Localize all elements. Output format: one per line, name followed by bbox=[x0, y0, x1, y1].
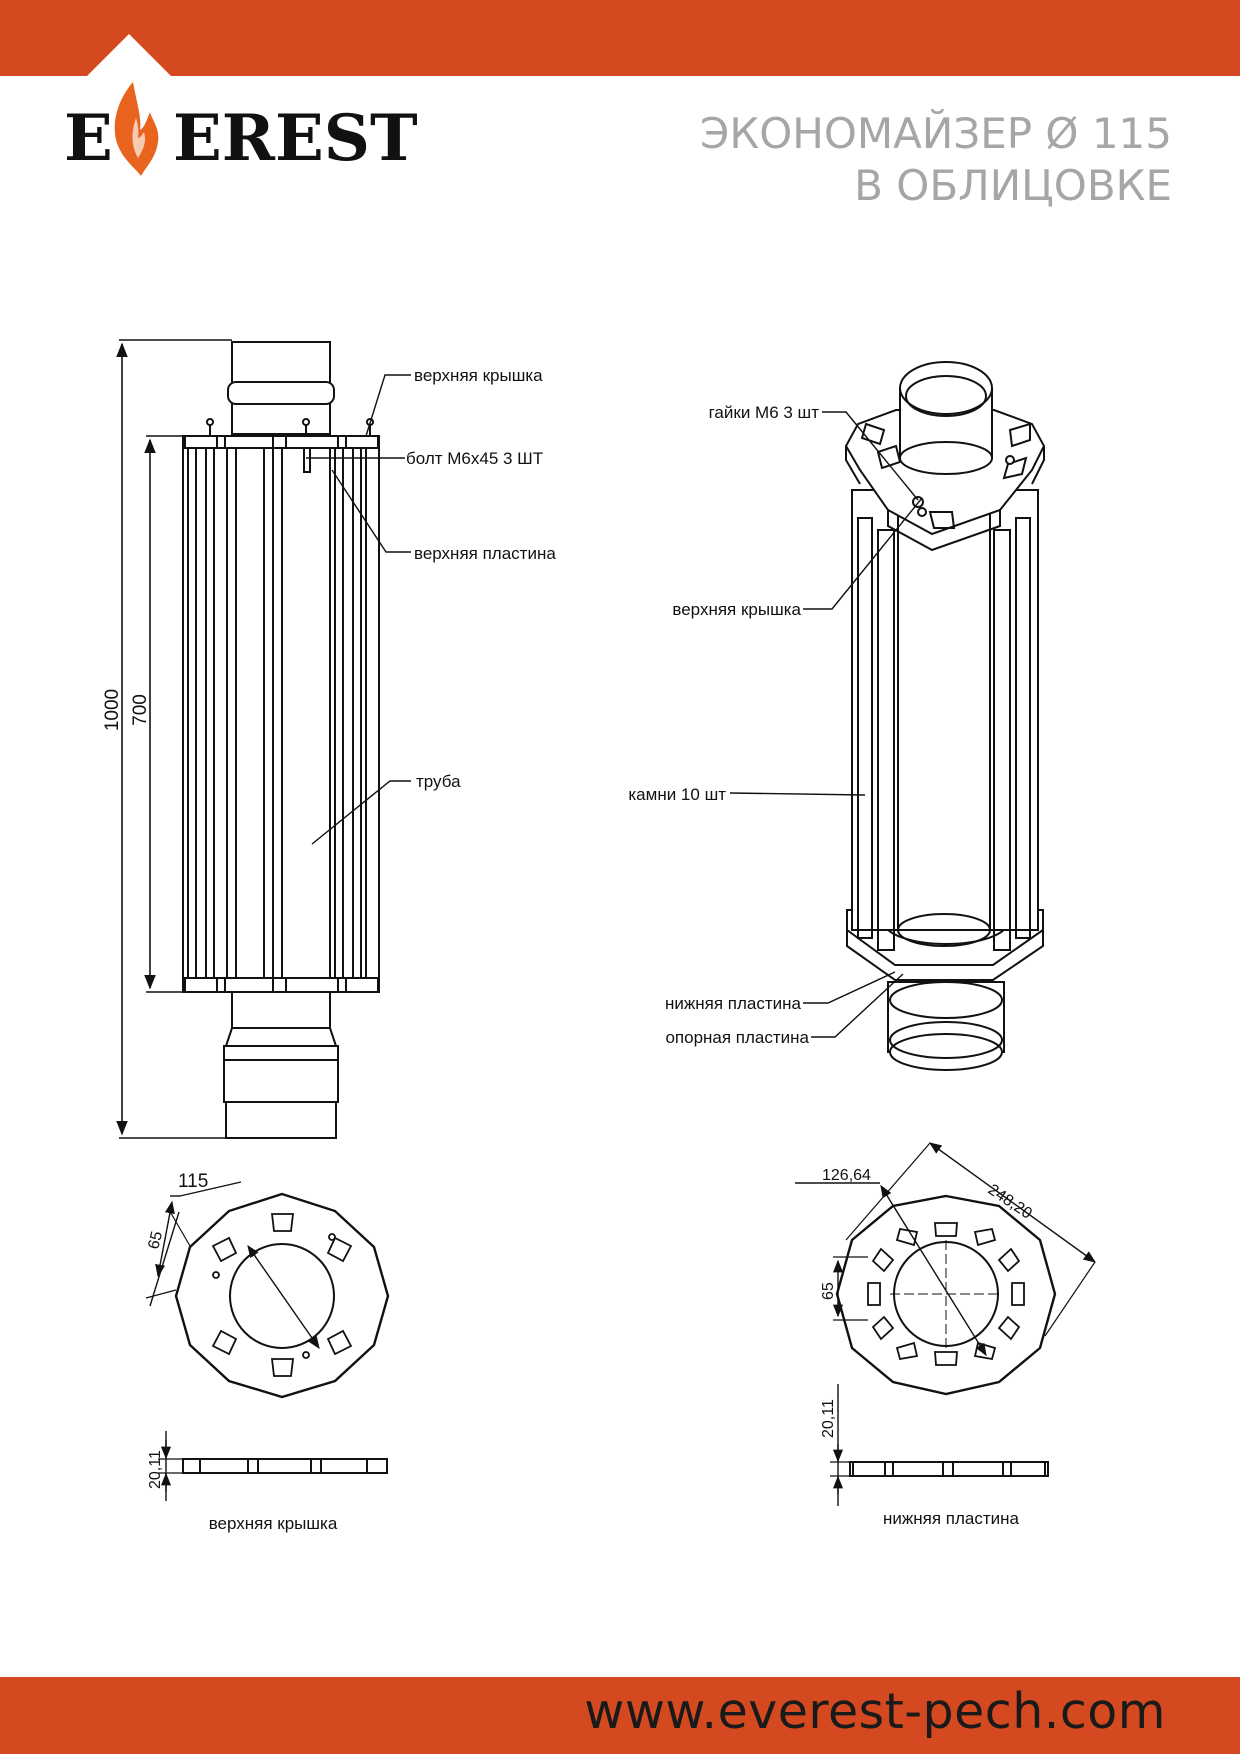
page-title: ЭКОНОМАЙЗЕР Ø 115 В ОБЛИЦОВКЕ bbox=[700, 108, 1172, 212]
top-cover-profile bbox=[158, 1431, 388, 1501]
top-cover-caption: верхняя крышка bbox=[209, 1514, 338, 1533]
bottom-plate-plan bbox=[795, 1142, 1097, 1396]
bottom-plate-slot-dim: 65 bbox=[820, 1282, 837, 1300]
footer-band bbox=[0, 1677, 1240, 1754]
bottom-plate-thickness-dim: 20,11 bbox=[820, 1399, 837, 1438]
iso-stones-label: камни 10 шт bbox=[628, 785, 726, 804]
title-line-2: В ОБЛИЦОВКЕ bbox=[854, 161, 1172, 210]
side-pipe-label: труба bbox=[416, 772, 461, 791]
bottom-plate-caption: нижняя пластина bbox=[883, 1509, 1020, 1528]
iso-support-plate-label: опорная пластина bbox=[665, 1028, 809, 1047]
isometric-view bbox=[729, 361, 1046, 1071]
everest-logo: E EREST bbox=[64, 34, 418, 176]
top-cover-thickness-dim: 20,11 bbox=[147, 1450, 164, 1489]
title-line-1: ЭКОНОМАЙЗЕР Ø 115 bbox=[700, 109, 1172, 158]
side-top-plate-label: верхняя пластина bbox=[414, 544, 556, 563]
side-top-cover-label: верхняя крышка bbox=[414, 366, 543, 385]
iso-nuts-label: гайки М6 3 шт bbox=[709, 403, 820, 422]
side-bolt-label: болт М6х45 3 ШТ bbox=[406, 449, 543, 468]
top-cover-plan bbox=[145, 1181, 390, 1399]
header-band bbox=[0, 0, 1240, 76]
svg-text:EREST: EREST bbox=[173, 101, 418, 176]
body-height-dim: 700 bbox=[130, 694, 151, 726]
top-cover-diameter-dim: 115 bbox=[178, 1171, 208, 1192]
svg-text:E: E bbox=[64, 101, 113, 176]
total-height-dim: 1000 bbox=[102, 689, 123, 731]
iso-bottom-plate-label: нижняя пластина bbox=[665, 994, 802, 1013]
bottom-plate-profile bbox=[830, 1384, 1049, 1506]
top-cover-slot-dim: 65 bbox=[145, 1229, 166, 1250]
side-view bbox=[116, 339, 411, 1139]
iso-top-cover-label: верхняя крышка bbox=[672, 600, 801, 619]
website-link[interactable]: www.everest-pech.com bbox=[584, 1683, 1166, 1740]
bottom-plate-inner-dim: 126,64 bbox=[822, 1167, 871, 1184]
